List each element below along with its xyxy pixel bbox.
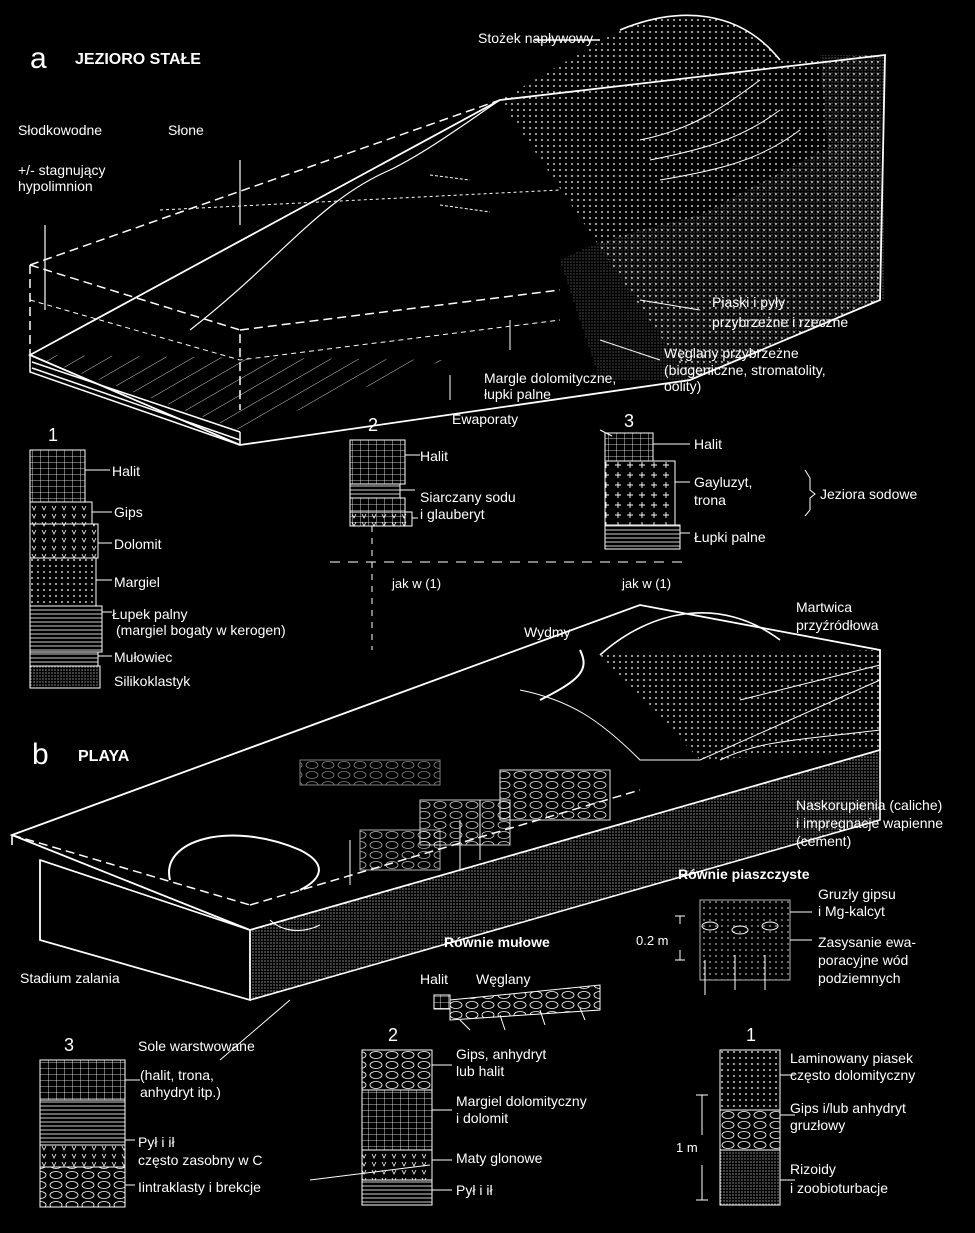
col-b1-scale: 1 m [676,1140,698,1155]
col-b2-margiel-2: i dolomit [456,1110,509,1126]
label-naskorupienia-1: Naskorupienia (caliche) [796,797,943,813]
label-zasysanie-1: Zasysanie ewa- [818,934,917,950]
col-b2-pyl: Pył i ił [456,1182,493,1198]
panel-a-letter: a [30,42,47,75]
col-b2-gips-2: lub halit [456,1063,505,1079]
col-b2-maty: Maty glonowe [456,1150,543,1166]
section-column-b1 [696,1049,795,1206]
panel-a-title: JEZIORO STAŁE [75,51,201,68]
col-a3-jeziora: Jeziora sodowe [820,486,918,502]
section-column-b2 [361,1049,452,1206]
salt-crust-detail [433,984,601,1031]
block-diagram-a [27,14,886,446]
label-martwica-2: przyźródłowa [796,617,879,633]
col-b3-halit-2: anhydryt itp.) [140,1084,221,1100]
label-wydmy: Wydmy [524,624,571,640]
col-a3-gayluzyt-1: Gayluzyt, [694,474,753,490]
label-margle-2: łupki palne [484,386,551,402]
col-a3-gayluzyt-2: trona [694,492,726,508]
col-b1-gips-1: Gips i/lub anhydryt [790,1100,906,1116]
col-a2-siarczany-1: Siarczany sodu [420,489,516,505]
label-stadium: Stadium zalania [20,970,120,986]
col-b2-margiel-1: Margiel dolomityczny [456,1093,587,1109]
label-piaski-2: przybrzeżne i rzeczne [712,314,849,330]
label-stozek: Stożek napływowy [478,30,594,46]
col-a2-number: 2 [368,415,379,435]
label-margle-1: Margle dolomityczne, [484,370,617,386]
label-zasysanie-2: poracyjne wód [818,952,909,968]
col-a1-silikoklastyk: Silikoklastyk [114,673,191,689]
col-a3-number: 3 [624,411,635,431]
label-slone: Słone [168,122,204,138]
col-a2-jak: jak w (1) [392,576,442,591]
col-b3-pyl-2: często zasobny w C [138,1152,263,1168]
label-rownie-piaszczyste: Równie piaszczyste [678,866,810,882]
col-a1-mulowiec: Mułowiec [114,649,173,665]
label-piaski-1: Piaski i pyły [712,294,786,310]
label-naskorupienia-3: (cement) [796,833,852,849]
col-b1-gips-2: gruzłowy [790,1117,846,1133]
label-naskorupienia-2: i impregnacje wapienne [796,815,944,831]
col-b1-number: 1 [746,1025,757,1045]
label-hypolimnion: hypolimnion [18,178,93,194]
label-gruzly-1: Gruzły gipsu [818,886,896,902]
label-weglany-b: Węglany [476,971,531,987]
label-weglany-2: (biogeniczne, stromatolity, [664,362,826,378]
section-column-a2 [349,439,420,650]
label-rownie-mulowe: Równie mułowe [444,934,550,950]
col-a3-halit: Halit [694,436,723,452]
label-weglany-3: oolity) [664,378,702,394]
label-scale-02: 0.2 m [636,933,669,948]
label-weglany-1: Węglany przybrzeżne [664,345,799,361]
label-slodkowodne: Słodkowodne [18,122,103,138]
col-a1-number: 1 [48,425,59,445]
col-b1-rizoidy-1: Rizoidy [790,1161,836,1177]
col-b3-sole: Sole warstwowane [138,1038,255,1054]
panel-b-letter: b [32,738,49,771]
col-b3-pyl-1: Pył i ił [138,1134,175,1150]
label-gruzly-2: i Mg-kalcyt [818,903,885,919]
label-halit-b: Halit [420,971,449,987]
caliche-detail [675,899,812,995]
panel-b-title: PLAYA [78,748,130,765]
col-b3-intraklasty: Iintraklasty i brekcje [138,1179,261,1195]
col-a3-jak: jak w (1) [622,576,672,591]
col-a1-dolomit: Dolomit [114,536,162,552]
col-b1-rizoidy-2: i zoobioturbacje [790,1180,889,1196]
label-stagnujacy: +/- stagnujący [18,162,106,178]
col-a3-lupki: Łupki palne [694,529,766,545]
label-ewaporaty: Ewaporaty [452,411,519,427]
col-a1-gips: Gips [114,504,143,520]
col-a2-siarczany-2: i glauberyt [420,506,485,522]
section-column-a3 [330,429,816,563]
col-b1-lam-2: często dolomityczny [790,1067,916,1083]
col-a2-halit: Halit [420,448,449,464]
col-b1-lam-1: Laminowany piasek [790,1050,913,1066]
label-zasysanie-3: podziemnych [818,970,901,986]
col-b2-number: 2 [388,1025,399,1045]
col-a1-halit: Halit [112,463,141,479]
col-a1-margiel: Margiel [114,574,160,590]
label-martwica-1: Martwica [796,599,853,615]
col-b3-halit-1: (halit, trona, [140,1067,214,1083]
col-b2-gips-1: Gips, anhydryt [456,1046,547,1062]
col-b3-number: 3 [64,1035,75,1055]
col-a1-lupek-1: Łupek palny [112,606,188,622]
mud-cracks [299,759,611,871]
section-column-b3 [39,999,431,1208]
section-column-a1 [29,449,112,689]
col-a1-lupek-2: (margiel bogaty w kerogen) [116,622,286,638]
